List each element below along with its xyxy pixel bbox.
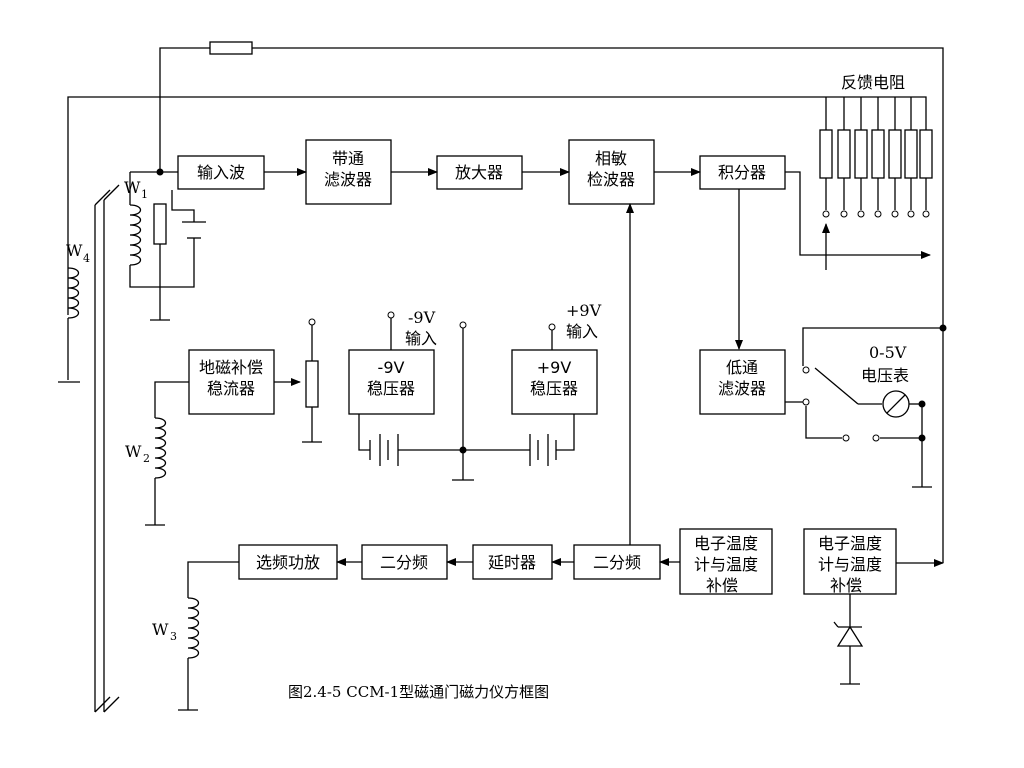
divider-b-label: 二分频 xyxy=(593,553,641,572)
w4-label: W xyxy=(66,241,83,260)
voltage-regulators: -9V 稳压器 +9V 稳压器 -9V 输入 +9V 输入 xyxy=(348,301,602,481)
magnetic-core xyxy=(94,184,120,713)
w3-sub: 3 xyxy=(170,630,177,643)
w4-sub: 4 xyxy=(83,252,90,265)
geomag-block xyxy=(188,349,275,415)
w2-sub: 2 xyxy=(143,452,150,465)
feedback-resistors-label: 反馈电阻 xyxy=(841,73,905,92)
signal-chain: 输入波 带通 滤波器 放大器 相敏 检波器 积分器 xyxy=(177,139,786,545)
neg-regulator-label-1: -9V xyxy=(378,358,405,377)
divider-b-block xyxy=(573,544,661,580)
delay-block xyxy=(472,544,553,580)
amplifier-block xyxy=(436,155,523,190)
voltmeter-label-1: 0-5V xyxy=(869,343,907,362)
excitation-chain: 选频功放 二分频 延时器 二分频 电子温度 计与温度 补偿 电子温度 计与温度 … xyxy=(152,528,897,711)
divider-a-block xyxy=(361,544,448,580)
input-wave-block xyxy=(177,155,265,190)
temp-comp-b-label-2: 计与温度 xyxy=(818,555,882,574)
neg-regulator-label-2: 稳压器 xyxy=(367,379,415,398)
w2-label: W xyxy=(125,442,142,461)
figure-caption: 图2.4-5 CCM-1型磁通门磁力仪方框图 xyxy=(288,683,549,701)
w1-sub: 1 xyxy=(141,188,148,201)
temp-comp-a-block xyxy=(679,528,773,595)
lowpass-label-2: 滤波器 xyxy=(718,379,766,398)
neg-input-label-1: -9V xyxy=(408,308,436,327)
w1-label: W xyxy=(124,178,141,197)
geomag-label-2: 稳流器 xyxy=(207,379,255,398)
w1-sensor: W 1 xyxy=(124,168,206,321)
pos-regulator-label-2: 稳压器 xyxy=(530,379,578,398)
input-wave-label: 输入波 xyxy=(197,163,245,182)
w3-label: W xyxy=(152,620,169,639)
pos-input-label-2: 输入 xyxy=(566,322,598,341)
top-resistor xyxy=(209,41,253,55)
zener-diode-icon xyxy=(836,625,864,647)
neg-input-label-2: 输入 xyxy=(405,329,437,348)
lowpass-label-1: 低通 xyxy=(726,358,758,377)
select-amp-label: 选频功放 xyxy=(256,553,320,572)
top-wiring xyxy=(67,41,947,567)
pos-input-label-1: +9V xyxy=(566,301,602,320)
temp-comp-b-label-3: 补偿 xyxy=(830,576,862,595)
select-amp-block xyxy=(238,544,338,580)
output-section: 低通 滤波器 0-5V 电压表 xyxy=(699,327,943,488)
integrator-block xyxy=(699,155,786,190)
divider-a-label: 二分频 xyxy=(380,553,428,572)
voltmeter-label-2: 电压表 xyxy=(861,366,909,385)
temp-comp-a-label-3: 补偿 xyxy=(706,576,738,595)
delay-label: 延时器 xyxy=(488,553,536,572)
pos-regulator-block xyxy=(511,349,598,415)
temp-comp-b-label-1: 电子温度 xyxy=(818,534,882,553)
phase-detector-block xyxy=(568,139,655,205)
pos-regulator-label-1: +9V xyxy=(537,358,572,377)
temp-comp-a-label-2: 计与温度 xyxy=(694,555,758,574)
lowpass-block xyxy=(699,349,786,415)
bandpass-label-2: 滤波器 xyxy=(324,170,372,189)
temp-comp-a-label-1: 电子温度 xyxy=(694,534,758,553)
geomag-compensation: 地磁补偿 稳流器 W 2 xyxy=(125,318,322,526)
bandpass-label-1: 带通 xyxy=(332,149,364,168)
phase-detector-label-1: 相敏 xyxy=(595,149,627,168)
amplifier-label: 放大器 xyxy=(455,163,503,182)
geomag-label-1: 地磁补偿 xyxy=(199,358,263,377)
w4-sensor: W 4 xyxy=(58,241,90,383)
phase-detector-label-2: 检波器 xyxy=(587,170,635,189)
integrator-label: 积分器 xyxy=(718,163,766,182)
feedback-resistor-bank: 反馈电阻 xyxy=(785,73,933,270)
